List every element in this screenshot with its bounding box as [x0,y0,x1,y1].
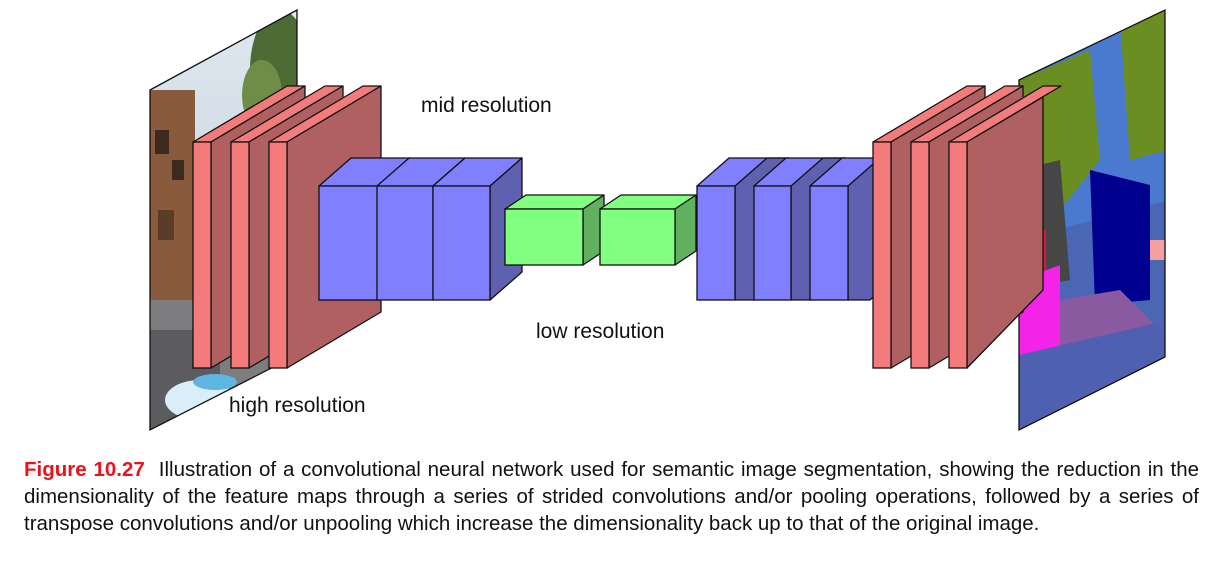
feature-map-block [948,85,1062,369]
bottleneck-low-res-layers [504,194,697,266]
caption-text: Illustration of a convolutional neural n… [24,458,1199,535]
feature-map-block [504,194,605,266]
encoder-mid-res-layers [318,157,523,301]
figure-number: Figure 10.27 [24,458,145,481]
decoder-mid-res-layers [696,157,903,301]
decoder-high-res-layers [872,85,1062,369]
high-resolution-label: high resolution [229,394,366,417]
cnn-segmentation-diagram [149,8,1166,432]
mid-resolution-label: mid resolution [421,94,552,117]
feature-map-block [599,194,697,266]
low-resolution-label: low resolution [536,320,665,343]
